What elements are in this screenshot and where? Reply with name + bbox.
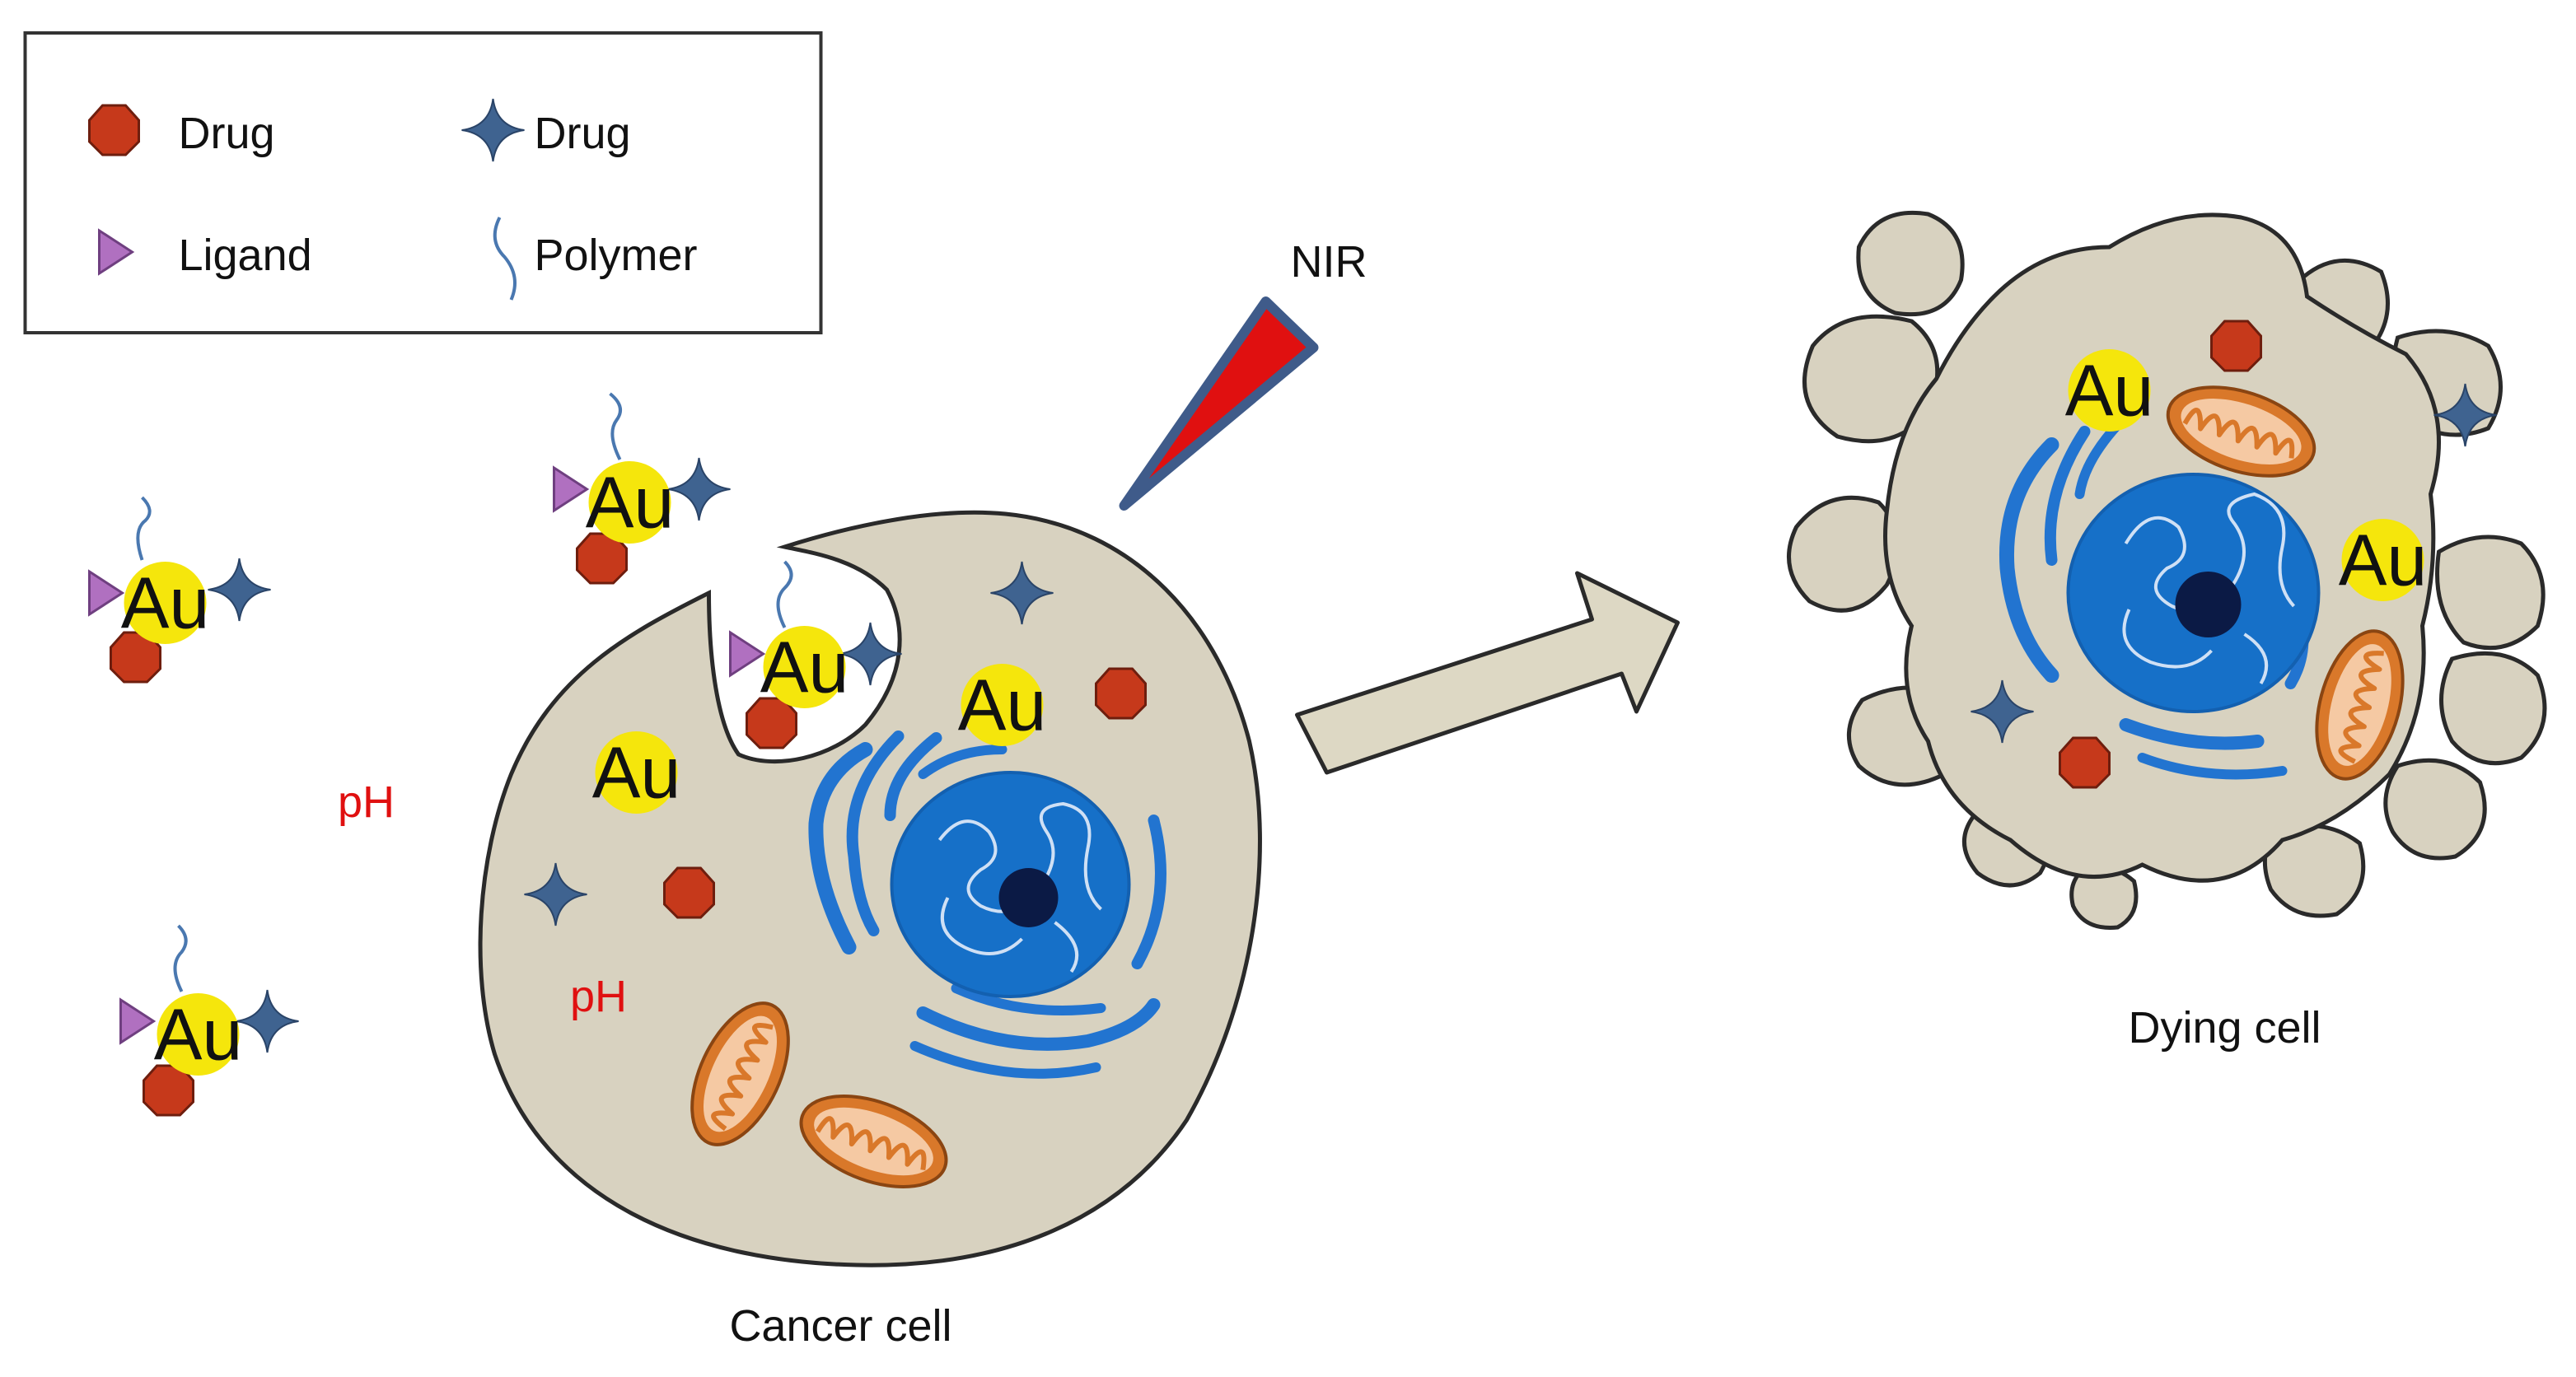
gold-nanoparticle	[157, 993, 240, 1076]
drug-hexagon	[1095, 667, 1147, 720]
cancer-cell-nucleolus	[998, 868, 1059, 927]
dying-gold-2: Au	[2339, 519, 2428, 601]
gold-label: Au	[592, 732, 681, 814]
gold-nanoparticle	[2068, 349, 2151, 432]
legend-box	[23, 31, 823, 334]
drug-hexagon	[2210, 320, 2262, 372]
polymer-chain	[136, 496, 152, 561]
gold-in-cell-2: Au	[958, 664, 1047, 746]
gold-label: Au	[760, 627, 849, 708]
legend-label-polymer: Polymer	[535, 231, 698, 280]
gold-label: Au	[154, 994, 243, 1076]
ligand-triangle	[729, 631, 764, 677]
legend-label-drug-star: Drug	[535, 109, 631, 158]
legend-label-ligand: Ligand	[179, 231, 312, 280]
gold-label: Au	[2065, 350, 2154, 432]
gold-nanoparticle	[588, 461, 671, 544]
gold-nanoparticle	[595, 731, 678, 814]
polymer-chain	[173, 924, 188, 992]
dying-cell-nucleolus	[2175, 572, 2242, 637]
nanoparticle-free-2: Au	[553, 392, 732, 585]
legend-item-drug-star: Drug	[461, 98, 631, 162]
legend-item-ligand: Ligand	[98, 229, 312, 280]
ligand-triangle	[553, 466, 588, 512]
drug-star	[207, 558, 272, 622]
legend-item-polymer: Polymer	[493, 217, 698, 301]
dying-cell: Au Au	[1787, 210, 2547, 930]
extracellular-ph-label: pH	[338, 777, 395, 827]
nanoparticle-entering: Au	[729, 560, 903, 749]
intracellular-ph-label: pH	[570, 972, 627, 1021]
drug-star	[666, 457, 732, 521]
ligand-triangle	[119, 998, 155, 1044]
nir-laser: NIR	[1119, 237, 1367, 511]
gold-in-cell-1: Au	[592, 731, 681, 814]
legend: Drug Drug Ligand Polymer	[23, 31, 823, 334]
cancer-cell-caption: Cancer cell	[729, 1301, 951, 1351]
drug-hexagon	[663, 866, 715, 919]
gold-label: Au	[958, 665, 1047, 746]
gold-label: Au	[2339, 520, 2428, 601]
drug-hexagon	[2059, 736, 2111, 789]
legend-label-drug-hexagon: Drug	[179, 109, 275, 158]
nir-beam	[1119, 296, 1319, 511]
dying-gold-1: Au	[2065, 349, 2154, 432]
red-hexagon-icon	[88, 104, 140, 156]
transition-arrow	[1295, 571, 1680, 775]
polymer-chain	[776, 560, 793, 628]
endoplasmic-reticulum	[808, 731, 1166, 1079]
gold-nanoparticle	[124, 562, 207, 644]
polymer-chain	[609, 392, 622, 460]
gold-nanoparticle	[2341, 519, 2424, 601]
gold-nanoparticle	[763, 626, 846, 708]
nanoparticle-free-3: Au	[119, 924, 300, 1117]
dying-cell-caption: Dying cell	[2128, 1003, 2321, 1053]
nir-label: NIR	[1291, 237, 1367, 287]
gold-label: Au	[121, 562, 210, 644]
ligand-triangle	[88, 570, 124, 616]
gold-nanoparticle	[961, 664, 1044, 746]
polymer-chain-icon	[493, 217, 517, 301]
gold-label: Au	[586, 462, 675, 544]
legend-item-drug-hexagon: Drug	[88, 104, 275, 158]
cancer-cell: Au Au Au pH	[478, 510, 1262, 1267]
nanoparticle-free-1: Au	[88, 496, 272, 684]
drug-star	[235, 989, 300, 1053]
